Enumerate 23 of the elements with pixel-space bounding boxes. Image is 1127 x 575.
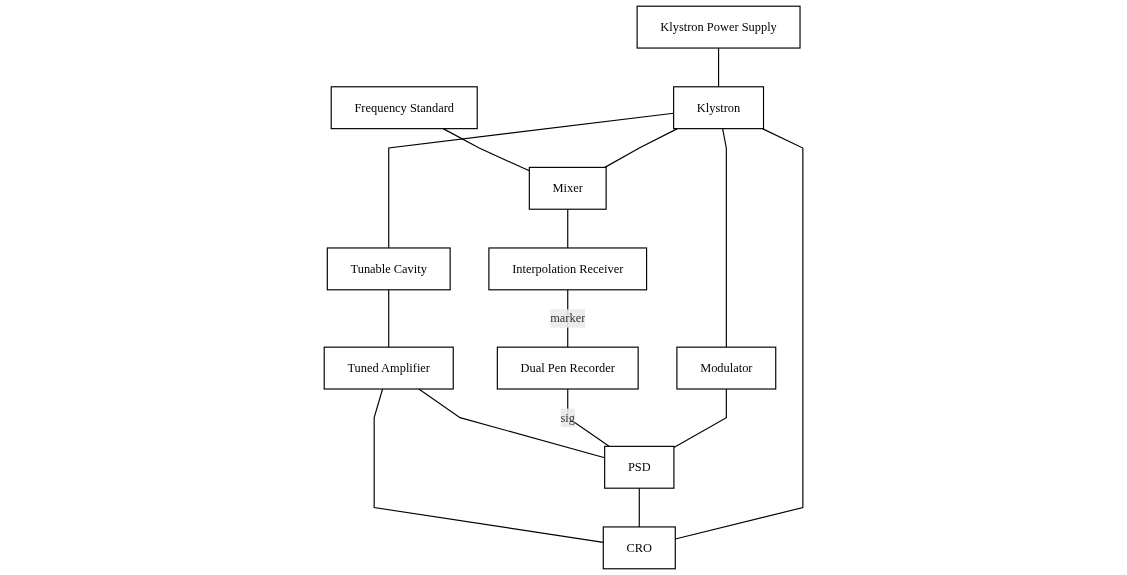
- node-box: Klystron: [673, 86, 765, 130]
- edge-label: marker: [550, 311, 586, 325]
- edge-label: sig: [560, 410, 575, 424]
- node-box: PSD: [604, 445, 675, 489]
- connector: [567, 208, 569, 249]
- connector: [442, 128, 530, 172]
- node-box: Frequency Standard: [330, 86, 478, 130]
- node-box: Tunable Cavity: [326, 247, 451, 291]
- connector: [673, 388, 727, 449]
- connector: [721, 128, 727, 348]
- connector: [388, 289, 390, 348]
- connector: [373, 388, 604, 543]
- node-box: Dual Pen Recorder: [496, 346, 639, 390]
- connector: [674, 128, 804, 540]
- connector: [717, 47, 720, 88]
- node-box: Mixer: [528, 166, 607, 210]
- connector: [638, 487, 640, 528]
- node-box: Klystron Power Supply: [636, 5, 801, 49]
- connector: [604, 128, 678, 168]
- node-box: Tuned Amplifier: [323, 346, 454, 390]
- node-box: Interpolation Receiver: [488, 247, 648, 291]
- node-box: CRO: [602, 526, 676, 570]
- node-box: Modulator: [676, 346, 777, 390]
